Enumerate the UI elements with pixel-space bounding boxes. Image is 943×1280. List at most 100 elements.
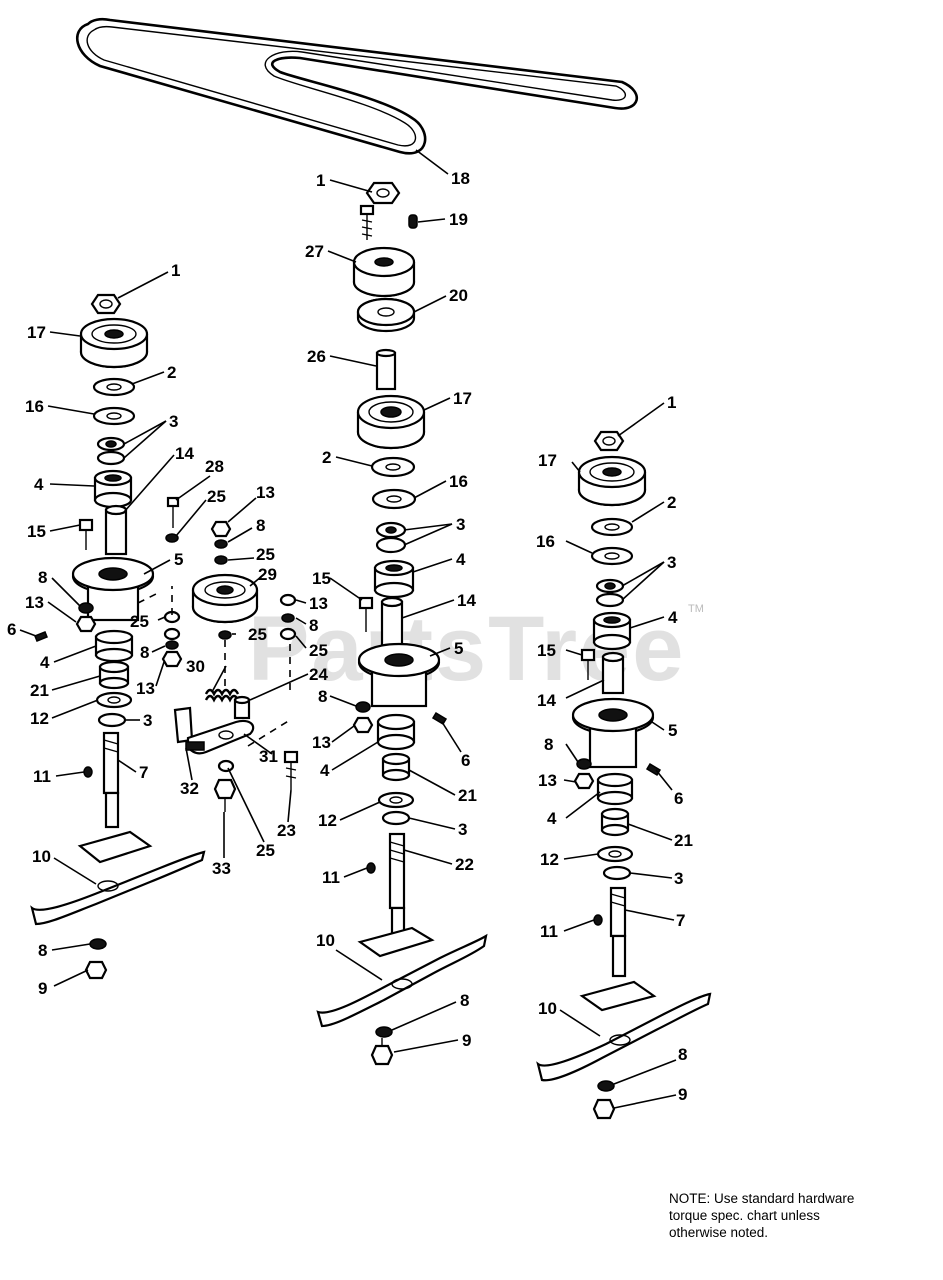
callout-right-nut-small: 13 [538, 771, 557, 790]
callout-center-spacer-lower: 21 [458, 786, 477, 805]
center-spindle-assembly [316, 181, 488, 1066]
left-spindle-assembly [30, 293, 206, 980]
callout-idler-bracket: 32 [180, 779, 199, 798]
callout-center-blade: 10 [316, 931, 335, 950]
callout-idler-nut-b: 33 [212, 859, 231, 878]
callout-center-washer-blade: 8 [460, 991, 469, 1010]
callout-center-nut: 1 [316, 171, 325, 190]
callout-center-upper-pulley: 27 [305, 242, 324, 261]
callout-center-lock-washer: 8 [318, 687, 327, 706]
callout-idler-washer-d: 25 [256, 841, 275, 860]
callout-left-lock-washer: 8 [38, 568, 47, 587]
callout-idler-bushing: 24 [309, 665, 328, 684]
callout-labels: 18 1 19 27 20 26 17 2 16 3 4 15 14 5 8 1… [7, 169, 693, 1104]
right-spindle-assembly [536, 430, 712, 1120]
callout-idler-lock-washer: 8 [256, 516, 265, 535]
callout-left-cup-lower: 3 [143, 711, 152, 730]
callout-right-spacer-lower: 21 [674, 831, 693, 850]
callout-idler-washer-c: 25 [248, 625, 267, 644]
callout-idler-washer-a: 25 [207, 487, 226, 506]
callout-center-housing: 5 [454, 639, 463, 658]
callout-center-cups: 3 [456, 515, 465, 534]
callout-belt: 18 [451, 169, 470, 188]
callout-left-washer-blade: 8 [38, 941, 47, 960]
callout-right-bearing-lower: 4 [547, 809, 557, 828]
callout-center-spacer-tube: 14 [457, 591, 476, 610]
note-line-2: torque spec. chart unless [669, 1208, 820, 1223]
callout-left-spacer-lower: 21 [30, 681, 49, 700]
callout-idler-washer-r: 25 [309, 641, 328, 660]
callout-idler-lock-washer-r: 8 [309, 616, 318, 635]
callout-right-blade: 10 [538, 999, 557, 1018]
callout-right-housing: 5 [668, 721, 677, 740]
callout-left-bolt: 15 [27, 522, 46, 541]
callout-right-key: 11 [540, 922, 558, 941]
callout-left-bearing: 4 [34, 475, 44, 494]
callout-center-cup-lower: 3 [458, 820, 467, 839]
callout-left-nut-small: 13 [25, 593, 44, 612]
callout-idler-washer-b: 25 [256, 545, 275, 564]
callout-right-washer-blade: 8 [678, 1045, 687, 1064]
callout-right-washer-b: 16 [536, 532, 555, 551]
callout-idler-nut-r: 13 [309, 594, 328, 613]
callout-right-grease-fitting: 6 [674, 789, 683, 808]
hardware-note: NOTE: Use standard hardware torque spec.… [669, 1190, 929, 1241]
callout-right-spacer-tube: 14 [537, 691, 556, 710]
callout-right-washer: 2 [667, 493, 676, 512]
callout-idler-arm: 31 [259, 747, 278, 766]
callout-right-cup-lower: 3 [674, 869, 683, 888]
callout-center-nut-small: 13 [312, 733, 331, 752]
callout-center-blade-bolt: 9 [462, 1031, 471, 1050]
callout-center-key: 11 [322, 868, 340, 887]
note-line-3: otherwise noted. [669, 1225, 769, 1240]
note-line-1: NOTE: Use standard hardware [669, 1191, 855, 1206]
callout-idler-nut-l: 13 [136, 679, 155, 698]
callout-center-seal: 12 [318, 811, 337, 830]
callout-center-fitting: 19 [449, 210, 468, 229]
callout-center-spindle: 22 [455, 855, 474, 874]
callout-left-bearing-lower: 4 [40, 653, 50, 672]
callout-left-washer: 2 [167, 363, 176, 382]
callout-right-cups: 3 [667, 553, 676, 572]
callout-center-spacer: 26 [307, 347, 326, 366]
callout-idler-bolt: 28 [205, 457, 224, 476]
leader-lines [19, 149, 677, 1109]
callout-left-pulley: 17 [27, 323, 46, 342]
callout-right-nut: 1 [667, 393, 676, 412]
callout-right-spindle: 7 [676, 911, 685, 930]
callout-left-grease-fitting: 6 [7, 620, 16, 639]
drive-belt [76, 17, 639, 155]
callout-idler-bolt-b: 23 [277, 821, 296, 840]
callout-center-washer: 2 [322, 448, 331, 467]
callout-left-seal: 12 [30, 709, 49, 728]
callout-left-spacer-tube: 14 [175, 444, 194, 463]
callout-left-nut: 1 [171, 261, 180, 280]
callout-right-bearing: 4 [668, 608, 678, 627]
idler-assembly [137, 496, 299, 812]
callout-right-blade-bolt: 9 [678, 1085, 687, 1104]
callout-idler-lock-washer-l: 8 [140, 643, 149, 662]
callout-left-cups: 3 [169, 412, 178, 431]
callout-left-spindle: 7 [139, 763, 148, 782]
callout-left-housing: 5 [174, 550, 183, 569]
callout-left-blade: 10 [32, 847, 51, 866]
callout-right-pulley: 17 [538, 451, 557, 470]
callout-center-bearing-lower: 4 [320, 761, 330, 780]
callout-center-bolt: 15 [312, 569, 331, 588]
callout-idler-pulley: 29 [258, 565, 277, 584]
callout-right-bolt: 15 [537, 641, 556, 660]
callout-center-washer-b: 16 [449, 472, 468, 491]
callout-left-key: 11 [33, 767, 51, 786]
callout-center-hub: 20 [449, 286, 468, 305]
callout-idler-washer-l: 25 [130, 612, 149, 631]
callout-right-seal: 12 [540, 850, 559, 869]
callout-center-grease-fitting: 6 [461, 751, 470, 770]
callout-center-bearing: 4 [456, 550, 466, 569]
callout-left-washer-b: 16 [25, 397, 44, 416]
watermark-tm: TM [688, 603, 704, 615]
callout-idler-spring: 30 [186, 657, 205, 676]
callout-right-lock-washer: 8 [544, 735, 553, 754]
callout-idler-nut: 13 [256, 483, 275, 502]
callout-left-blade-bolt: 9 [38, 979, 47, 998]
